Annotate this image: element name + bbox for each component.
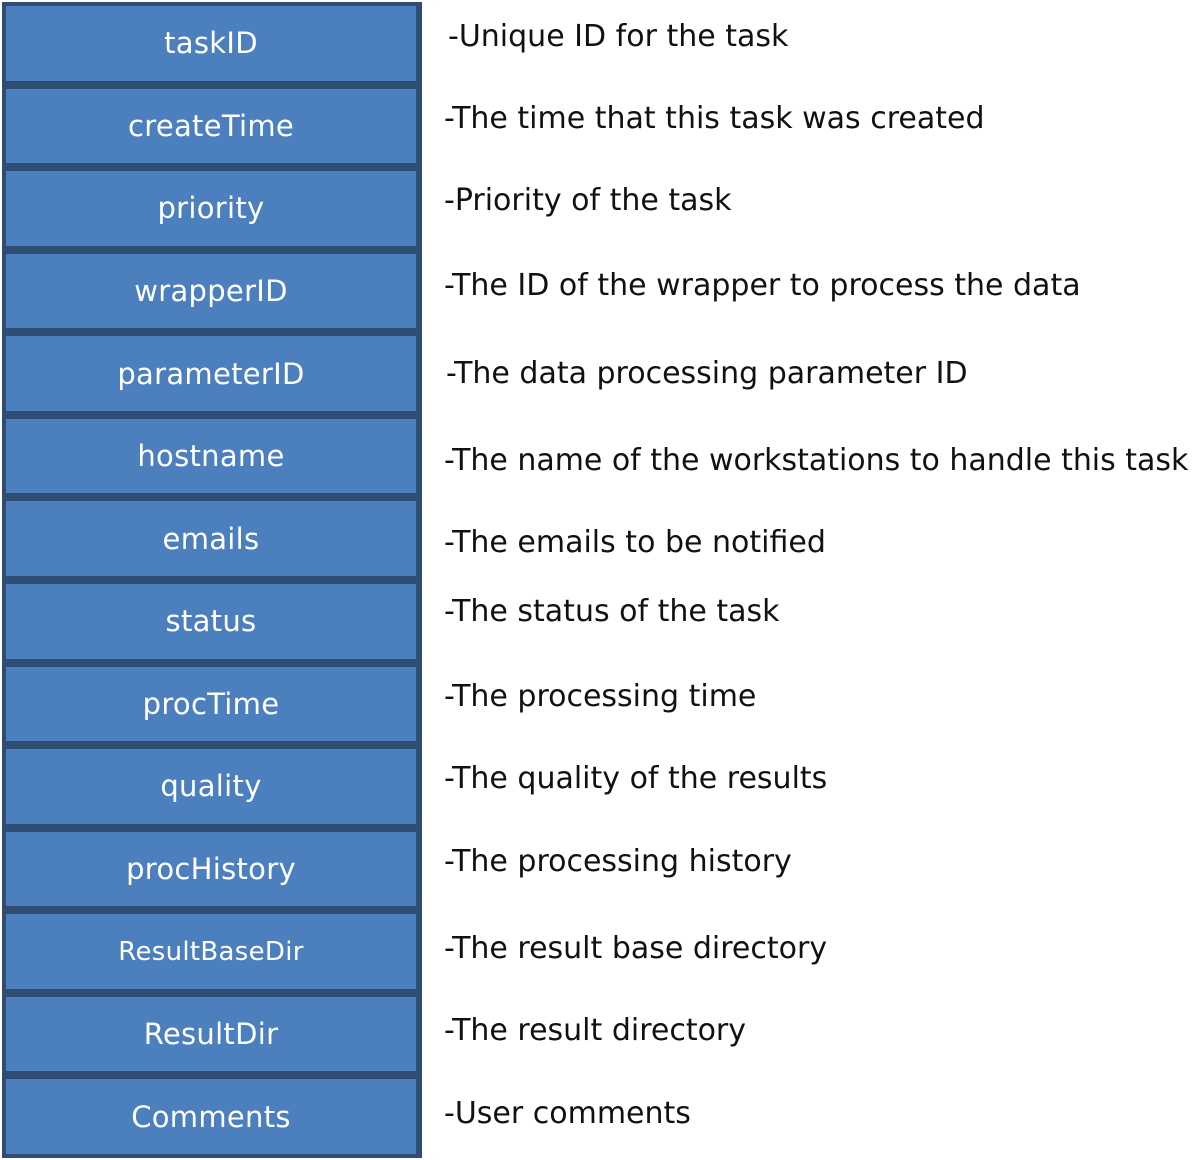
field-description: -The ID of the wrapper to process the da… [444,268,1081,303]
field-description: -Priority of the task [444,183,732,218]
field-row-priority: priority [2,167,422,250]
field-description: -The time that this task was created [444,101,985,136]
field-description: -The processing time [444,679,757,714]
field-description: -The result base directory [444,931,828,966]
field-row-resultdir: ResultDir [2,993,422,1076]
field-description: -The quality of the results [444,761,828,796]
field-column: taskID createTime priority wrapperID par… [2,2,422,1158]
field-row-quality: quality [2,745,422,828]
field-description: -The data processing parameter ID [446,356,968,391]
field-row-wrapperid: wrapperID [2,250,422,333]
field-cell: status [6,583,416,659]
field-cell: ResultDir [6,996,416,1072]
field-row-prochistory: procHistory [2,828,422,911]
field-row-emails: emails [2,497,422,580]
field-cell: Comments [6,1079,416,1154]
field-cell: createTime [6,88,416,164]
field-row-hostname: hostname [2,415,422,498]
field-row-resultbasedir: ResultBaseDir [2,910,422,993]
field-cell: parameterID [6,336,416,411]
field-description: -Unique ID for the task [448,19,789,54]
field-description: -User comments [444,1096,691,1131]
field-row-parameterid: parameterID [2,332,422,415]
field-cell: procHistory [6,831,416,907]
field-description: -The processing history [444,844,792,879]
field-cell: priority [6,171,416,246]
field-cell: ResultBaseDir [6,914,416,989]
field-description: -The status of the task [444,594,780,629]
field-row-comments: Comments [2,1075,422,1158]
field-description: -The result directory [444,1013,747,1048]
field-cell: hostname [6,418,416,494]
field-row-createtime: createTime [2,85,422,168]
field-cell: taskID [6,6,416,81]
field-cell: procTime [6,666,416,742]
field-row-proctime: procTime [2,663,422,746]
field-description: -The emails to be notified [444,525,826,560]
field-cell: quality [6,749,416,824]
field-description: -The name of the workstations to handle … [444,443,1189,478]
field-row-status: status [2,580,422,663]
field-cell: wrapperID [6,253,416,329]
field-cell: emails [6,501,416,576]
field-row-taskid: taskID [2,2,422,85]
